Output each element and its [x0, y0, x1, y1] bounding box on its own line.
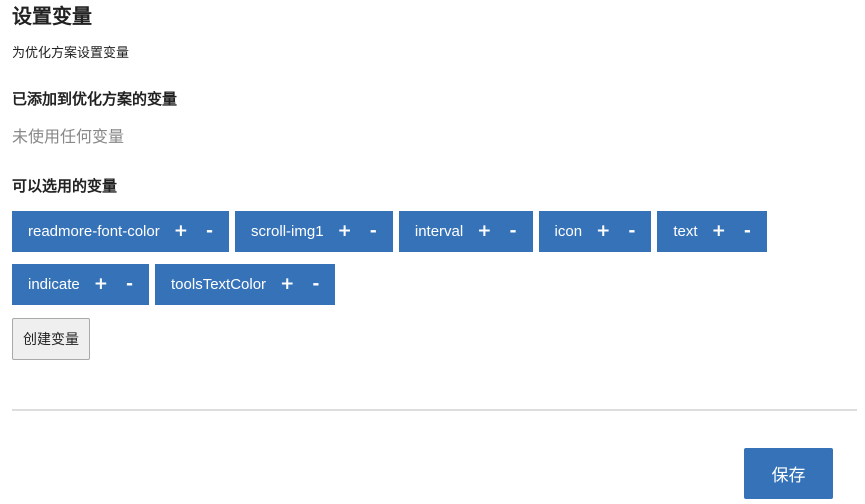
- variable-name: interval: [414, 223, 464, 240]
- variable-name: toolsTextColor: [171, 276, 267, 293]
- variable-name: readmore-font-color: [28, 223, 160, 240]
- variable-name: text: [673, 223, 698, 240]
- add-variable-button[interactable]: +: [337, 221, 352, 241]
- remove-variable-button[interactable]: -: [743, 221, 751, 241]
- variable-chip-row: readmore-font-color + - scroll-img1 + - …: [12, 211, 767, 252]
- variable-chip-scroll-img1: scroll-img1 + -: [235, 211, 393, 252]
- add-variable-button[interactable]: +: [173, 221, 188, 241]
- variable-name: indicate: [28, 276, 80, 293]
- save-button[interactable]: 保存: [744, 448, 833, 499]
- remove-variable-button[interactable]: -: [509, 221, 517, 241]
- variable-chip-readmore-font-color: readmore-font-color + -: [12, 211, 230, 252]
- added-variables-heading: 已添加到优化方案的变量: [12, 90, 178, 108]
- page-title: 设置变量: [12, 4, 92, 28]
- remove-variable-button[interactable]: -: [369, 221, 377, 241]
- variable-chip-indicate: indicate + -: [12, 264, 150, 305]
- variable-chip-icon: icon + -: [538, 211, 652, 252]
- variable-chip-interval: interval + -: [398, 211, 533, 252]
- remove-variable-button[interactable]: -: [205, 221, 214, 241]
- no-variables-text: 未使用任何变量: [12, 127, 125, 146]
- create-variable-button[interactable]: 创建变量: [12, 318, 90, 360]
- remove-variable-button[interactable]: -: [628, 221, 636, 241]
- add-variable-button[interactable]: +: [711, 221, 726, 241]
- add-variable-button[interactable]: +: [93, 274, 108, 294]
- available-variables-heading: 可以选用的变量: [12, 177, 118, 195]
- variable-chip-toolsTextColor: toolsTextColor + -: [155, 264, 336, 305]
- remove-variable-button[interactable]: -: [125, 274, 134, 294]
- page-subtitle: 为优化方案设置变量: [12, 46, 130, 61]
- remove-variable-button[interactable]: -: [312, 274, 320, 294]
- variable-name: icon: [554, 223, 583, 240]
- add-variable-button[interactable]: +: [280, 274, 295, 294]
- divider: [12, 409, 857, 411]
- variable-name: scroll-img1: [251, 223, 324, 240]
- variable-chip-row: indicate + - toolsTextColor + -: [12, 264, 336, 305]
- add-variable-button[interactable]: +: [596, 221, 611, 241]
- variable-chip-text: text + -: [657, 211, 767, 252]
- add-variable-button[interactable]: +: [477, 221, 492, 241]
